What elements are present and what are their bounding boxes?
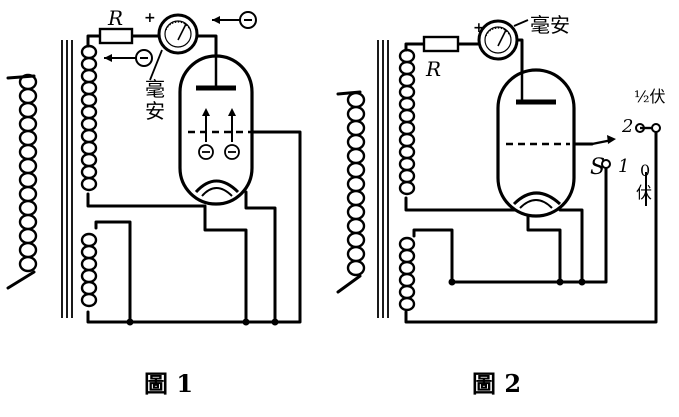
filament-1	[194, 179, 240, 194]
vacuum-tube-2	[496, 68, 576, 218]
resistor-label-1: R	[107, 6, 123, 30]
contact-1-label: 1	[618, 156, 629, 177]
transformer-core-1	[61, 40, 73, 318]
figure-1-caption: 圖 1	[144, 369, 193, 398]
transformer-core-2	[377, 40, 389, 318]
resistor-2	[422, 35, 460, 53]
volt-label-bottom: 伏	[636, 183, 652, 202]
switch-s	[591, 123, 661, 169]
switch-label: S	[590, 155, 605, 180]
contact-2-label: 2	[621, 116, 633, 137]
vacuum-tube-1	[178, 54, 254, 206]
milliammeter-2	[477, 19, 519, 61]
meter-plus-sign-1: +	[144, 10, 156, 26]
wiring-1	[86, 34, 302, 324]
contact-0-label: 0	[640, 161, 650, 180]
meter-plus-sign-2: +	[473, 20, 485, 36]
resistor-1	[98, 27, 134, 45]
secondary-coil-hv-2	[398, 48, 416, 196]
secondary-coil-filament-1	[80, 232, 98, 308]
primary-coil-1	[18, 73, 38, 273]
milliammeter-1	[157, 13, 199, 55]
volt-label-top: ½伏	[634, 87, 666, 106]
meter-label-1: 毫	[145, 77, 165, 101]
meter-label-2: 毫安	[530, 13, 570, 37]
wiring-2	[404, 38, 658, 324]
figure-1: R + 毫 安	[6, 6, 302, 398]
electron-flow-1	[198, 108, 240, 160]
meter-label-1b: 安	[145, 99, 165, 123]
figure-2-caption: 圖 2	[472, 369, 521, 398]
secondary-coil-filament-2	[398, 236, 416, 312]
electron-arrow-top-1	[212, 11, 257, 29]
secondary-coil-hv-1	[80, 44, 98, 192]
primary-coil-2	[346, 91, 366, 277]
figure-2: R + 毫安 S 2 1 0 伏	[336, 13, 666, 398]
resistor-label-2: R	[425, 57, 441, 81]
electron-arrow-left-1	[104, 49, 153, 67]
filament-2	[512, 191, 562, 206]
